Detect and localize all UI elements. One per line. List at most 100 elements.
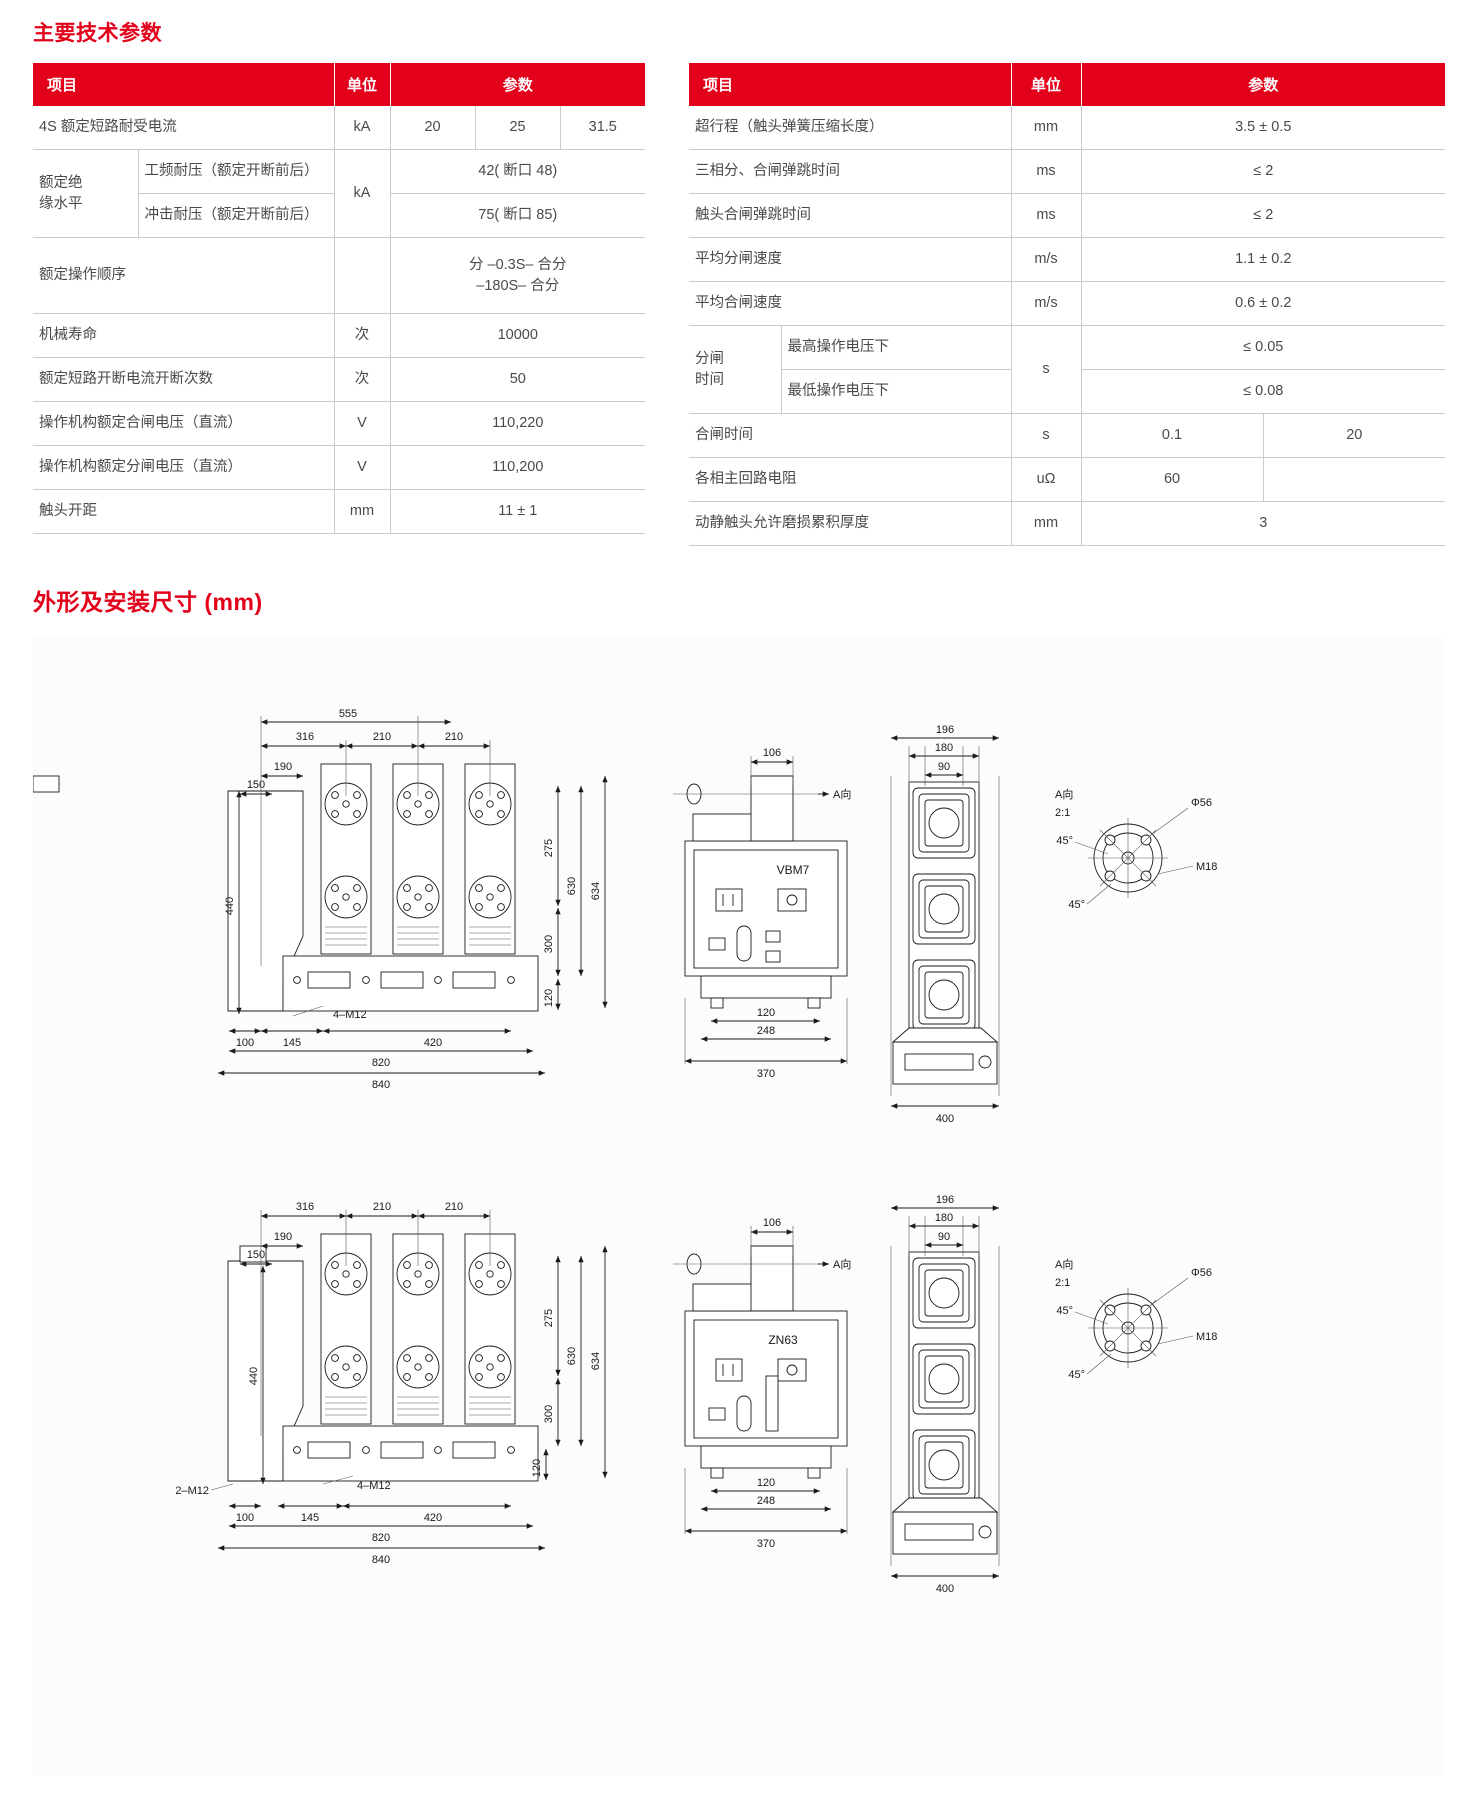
label-A-arrow-side-top: A向 [833,787,851,801]
row-unit: s [1011,413,1082,459]
table-row: 分闸 时间 最高操作电压下 s ≤ 0.05 [689,325,1446,415]
label-M18-top: M18 [1196,861,1217,873]
dim-400-bottom: 400 [936,1583,954,1595]
column-header-unit: 单位 [334,63,391,106]
dim-120-side-top: 120 [757,1007,775,1019]
table-row: 最低操作电压下 ≤ 0.08 [689,369,1446,415]
row-unit: m/s [1011,281,1082,327]
dim-210-a: 210 [373,731,391,743]
dimension-drawings: 555 316 210 210 190 150 [33,636,1445,1776]
table-row: 冲击耐压（额定开断前后） 75( 断口 85) [33,193,646,239]
row-label: 平均分闸速度 [689,237,1012,283]
column-header-parameter: 参数 [1081,63,1446,106]
end-view-bottom: 196 180 90 400 [890,1194,1000,1595]
label-45deg-a-bottom: 45° [1056,1305,1073,1317]
dim-630-b: 630 [566,1347,578,1365]
model-label-bottom: ZN63 [768,1333,798,1347]
spec-table-left: 项目 单位 参数 4S 额定短路耐受电流 kA 20 25 31.5 额定绝 [33,63,646,535]
row-sublabel-1: 最高操作电压下 [781,325,1012,371]
drawings-svg: 555 316 210 210 190 150 [33,708,1217,1595]
row-value: 42( 断口 48) [390,149,646,195]
row-value: 75( 断口 85) [390,193,646,239]
spec-table-left-wrapper: 项目 单位 参数 4S 额定短路耐受电流 kA 20 25 31.5 额定绝 [33,63,646,535]
row-unit: 次 [334,357,391,403]
dim-100: 100 [236,1037,254,1049]
row-unit: V [334,445,391,491]
row-label-line2: 缘水平 [39,195,83,212]
front-view-bottom: 316 210 210 190 150 275 630 [175,1201,608,1566]
dim-555: 555 [339,708,357,720]
dim-145-b: 145 [301,1512,319,1524]
row-label: 操作机构额定分闸电压（直流） [33,445,335,491]
table-row: 触头合闸弹跳时间 ms ≤ 2 [689,193,1446,239]
row-value-1: 0.1 [1081,413,1264,459]
table-row: 机械寿命 次 10000 [33,313,646,359]
row-value: ≤ 2 [1081,193,1446,239]
table-row: 超行程（触头弹簧压缩长度） mm 3.5 ± 0.5 [689,106,1446,151]
label-45deg-b-bottom: 45° [1068,1369,1085,1381]
row-unit [334,237,391,315]
dim-90-top: 90 [938,761,950,773]
dim-196-bottom: 196 [936,1194,954,1206]
row-value: 110,200 [390,445,646,491]
dim-120-v-b: 120 [531,1459,543,1477]
dim-106-top: 106 [763,747,781,759]
row-value-3: 31.5 [560,106,646,151]
dim-840: 840 [372,1079,390,1091]
row-label-insulation: 额定绝 缘水平 [33,149,139,239]
row-unit: ms [1011,193,1082,239]
row-label-line1: 额定绝 [39,174,83,191]
dim-150: 150 [247,779,265,791]
dim-840-b: 840 [372,1554,390,1566]
row-unit: mm [1011,501,1082,547]
table-row: 额定绝 缘水平 工频耐压（额定开断前后） kA 42( 断口 48) [33,149,646,239]
label-45deg-a-top: 45° [1056,835,1073,847]
dim-440: 440 [224,897,236,915]
row-label: 各相主回路电阻 [689,457,1012,503]
row-value-1: 20 [390,106,476,151]
dim-210-a-b: 210 [373,1201,391,1213]
dim-420-b: 420 [424,1512,442,1524]
drawing-top: 555 316 210 210 190 150 [33,708,1217,1125]
spec-table-right-wrapper: 项目 单位 参数 超行程（触头弹簧压缩长度） mm 3.5 ± 0.5 三相分、… [689,63,1446,547]
label-phi56-top: Φ56 [1191,797,1212,809]
label-45deg-b-top: 45° [1068,899,1085,911]
side-view-top: VBM7 [673,747,851,1080]
dim-120-side-bottom: 120 [757,1477,775,1489]
row-label: 4S 额定短路耐受电流 [33,106,335,151]
table-row: 各相主回路电阻 uΩ 60 [689,457,1446,503]
dim-400-top: 400 [936,1113,954,1125]
spec-table-right: 项目 单位 参数 超行程（触头弹簧压缩长度） mm 3.5 ± 0.5 三相分、… [689,63,1446,547]
row-label: 操作机构额定合闸电压（直流） [33,401,335,447]
table-header-row: 项目 单位 参数 [689,63,1446,106]
dim-190: 190 [274,761,292,773]
row-unit: kA [334,149,391,239]
dim-248-top: 248 [757,1025,775,1037]
dim-120-v: 120 [543,989,555,1007]
dim-630: 630 [566,877,578,895]
row-unit: uΩ [1011,457,1082,503]
row-value: 3.5 ± 0.5 [1081,106,1446,151]
table-row: 三相分、合闸弹跳时间 ms ≤ 2 [689,149,1446,195]
dim-180-bottom: 180 [935,1212,953,1224]
row-value: ≤ 2 [1081,149,1446,195]
row-value-1: 60 [1081,457,1264,503]
row-label: 合闸时间 [689,413,1012,459]
row-sublabel: 冲击耐压（额定开断前后） [138,193,335,239]
row-value: 110,220 [390,401,646,447]
front-view-top: 555 316 210 210 190 150 [33,708,608,1091]
row-unit: V [334,401,391,447]
table-row: 触头开距 mm 11 ± 1 [33,489,646,535]
row-label: 动静触头允许磨损累积厚度 [689,501,1012,547]
row-label: 超行程（触头弹簧压缩长度） [689,106,1012,151]
dim-106-bottom: 106 [763,1217,781,1229]
dim-316: 316 [296,731,314,743]
row-unit: mm [334,489,391,535]
label-A-arrow-detail-bottom: A向 [1055,1257,1073,1271]
dim-316-b: 316 [296,1201,314,1213]
row-value: 0.6 ± 0.2 [1081,281,1446,327]
label-2-M12: 2–M12 [175,1485,209,1497]
row-unit: kA [334,106,391,151]
row-unit: ms [1011,149,1082,195]
dim-145: 145 [283,1037,301,1049]
